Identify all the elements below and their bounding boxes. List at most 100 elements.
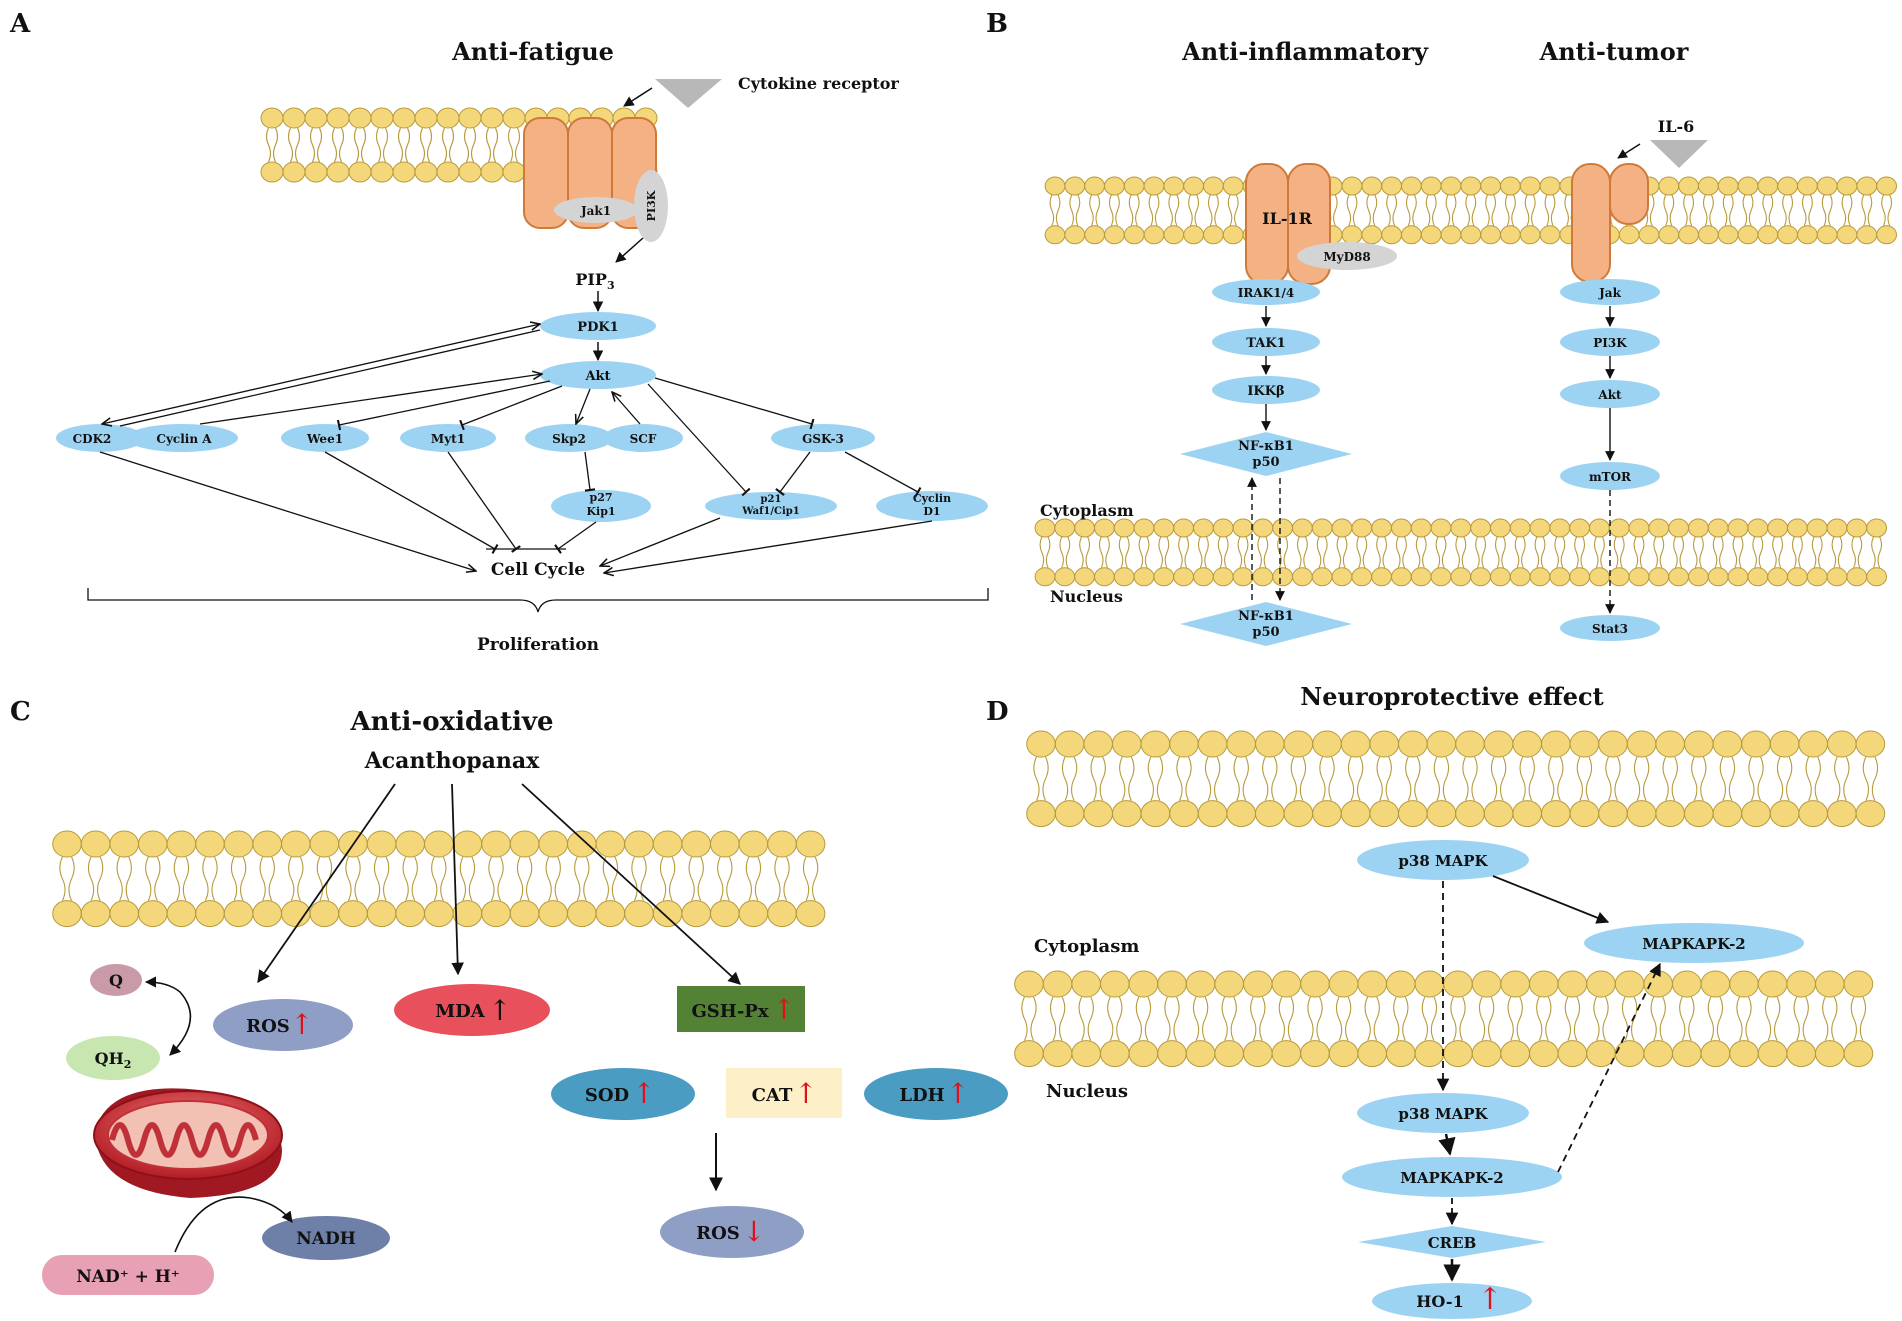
il1r-label: IL-1R [1262, 209, 1313, 228]
cat-label: CAT [752, 1085, 793, 1106]
panel-b: B Anti-inflammatory Anti-tumor IL-1R MyD… [986, 9, 1897, 646]
cyclin-d1-label-1: Cyclin [913, 492, 951, 505]
nfkb-cytoplasm-label-1: NF-κB1 [1238, 439, 1294, 454]
p38-mapk-nucleus-label: p38 MAPK [1398, 1105, 1488, 1123]
pi3k-label-b: PI3K [1593, 336, 1627, 350]
ho1-up-arrow-icon: ↑ [1477, 1282, 1502, 1317]
myt1-node [400, 424, 496, 452]
akt-label-a: Akt [584, 369, 610, 384]
p21-node [705, 492, 837, 520]
panel-b-title-left: Anti-inflammatory [1181, 37, 1429, 66]
ros-down-arrow-icon: ↓ [742, 1215, 765, 1248]
nadh-node [262, 1216, 390, 1260]
mapkapk2-cytoplasm-node [1584, 923, 1804, 963]
nad-node [42, 1255, 214, 1295]
ldh-up-arrow-icon: ↑ [946, 1077, 969, 1110]
q-node [90, 964, 142, 996]
jak-node-b [1560, 279, 1660, 305]
akt-node-b [1560, 380, 1660, 408]
pi3k-node-b [1560, 328, 1660, 356]
panel-a-letter: A [9, 9, 31, 39]
mda-up-arrow-icon: ↑ [488, 994, 511, 1027]
gshpx-up-arrow-icon: ↑ [772, 993, 795, 1026]
p27-node [551, 490, 651, 522]
nfkb-cytoplasm-label-2: p50 [1252, 455, 1279, 470]
mapkapk2-nucleus-label: MAPKAPK-2 [1400, 1169, 1503, 1187]
nad-to-nadh-arrow [174, 1196, 293, 1253]
ros-up-node [213, 999, 353, 1051]
panel-d-title: Neuroprotective effect [1300, 682, 1603, 711]
ho1-node [1372, 1283, 1532, 1319]
creb-label: CREB [1428, 1234, 1477, 1252]
panel-b-title-right: Anti-tumor [1539, 37, 1689, 66]
stat3-label: Stat3 [1592, 622, 1628, 636]
cytoplasm-label-b: Cytoplasm [1040, 501, 1134, 520]
ikkb-node [1212, 376, 1320, 404]
wee1-node [281, 424, 369, 452]
cytokine-receptor-label: Cytokine receptor [738, 74, 899, 93]
p27-label-1: p27 [590, 491, 613, 504]
membrane-d-outer [1026, 730, 1886, 828]
mtor-node [1560, 462, 1660, 490]
ligand-arrow [623, 87, 653, 107]
proliferation-label: Proliferation [477, 635, 599, 655]
gsk3-node [771, 424, 875, 452]
nfkb-nucleus-label-1: NF-κB1 [1238, 609, 1294, 624]
panel-c-letter: C [10, 697, 31, 727]
panel-b-letter: B [986, 9, 1008, 39]
akt-node-a [540, 361, 656, 389]
akt-label-b: Akt [1597, 388, 1622, 402]
p21-label-2: Waf1/Cip1 [741, 506, 799, 517]
il6-label: IL-6 [1658, 117, 1695, 136]
p21-label-1: p21 [761, 494, 782, 505]
panel-a-title: Anti-fatigue [451, 37, 614, 66]
qh2-node [66, 1036, 160, 1080]
jak-label-b: Jak [1598, 286, 1621, 300]
pip3-label: PIP3 [575, 270, 614, 292]
ros-down-node [660, 1206, 804, 1258]
scf-label: SCF [630, 432, 657, 446]
proliferation-brace [87, 588, 989, 613]
p27-label-2: Kip1 [586, 505, 615, 518]
cyclin-d1-label-2: D1 [923, 505, 940, 518]
irak-label: IRAK1/4 [1238, 286, 1294, 300]
sod-label: SOD [585, 1085, 629, 1106]
myd88-node [1297, 242, 1397, 270]
tak1-label: TAK1 [1246, 336, 1285, 351]
gshpx-label: GSH-Px [691, 1001, 768, 1022]
acanthopanax-arrows [257, 783, 741, 985]
ikkb-label: IKKβ [1247, 384, 1284, 399]
q-label: Q [109, 971, 123, 990]
p38-mapk-cytoplasm-node [1357, 840, 1529, 880]
cytoplasm-label-d: Cytoplasm [1034, 936, 1139, 957]
irak-node [1212, 279, 1320, 305]
ros-up-arrow-icon: ↑ [290, 1008, 313, 1041]
panel-c: C Anti-oxidative Acanthopanax Q QH2 ROS … [10, 697, 1008, 1295]
panel-a: A Anti-fatigue Cytokine receptor Jak1 PI… [9, 9, 989, 655]
pi3k-to-pip-arrow [615, 237, 644, 263]
p38-mapk-cytoplasm-label: p38 MAPK [1398, 852, 1488, 870]
nfkb-cytoplasm-node [1180, 432, 1352, 476]
panel-d-connectors [1436, 875, 1661, 1282]
cat-node [726, 1068, 842, 1118]
scf-node [603, 424, 683, 452]
p38-mapk-nucleus-node [1357, 1093, 1529, 1133]
membrane-b-nuclear [1034, 518, 1887, 587]
mitochondrion-icon [93, 1088, 283, 1198]
cyclin-d1-node [876, 491, 988, 521]
panel-c-subtitle: Acanthopanax [364, 748, 540, 774]
cyclin-a-label: Cyclin A [156, 432, 212, 446]
ho1-label: HO-1 [1416, 1292, 1463, 1311]
cytokine-ligand-icon [655, 79, 722, 108]
creb-node [1358, 1226, 1546, 1258]
nfkb-nucleus-label-2: p50 [1252, 625, 1279, 640]
mtor-label: mTOR [1589, 470, 1632, 484]
mapkapk2-cytoplasm-label: MAPKAPK-2 [1642, 935, 1745, 953]
sod-up-arrow-icon: ↑ [632, 1077, 655, 1110]
membrane-d-nuclear [1014, 970, 1874, 1068]
il6-receptor [1571, 163, 1649, 283]
stat3-node [1560, 615, 1660, 641]
panel-b-left-connectors [1247, 306, 1285, 601]
panel-c-title: Anti-oxidative [349, 707, 553, 737]
